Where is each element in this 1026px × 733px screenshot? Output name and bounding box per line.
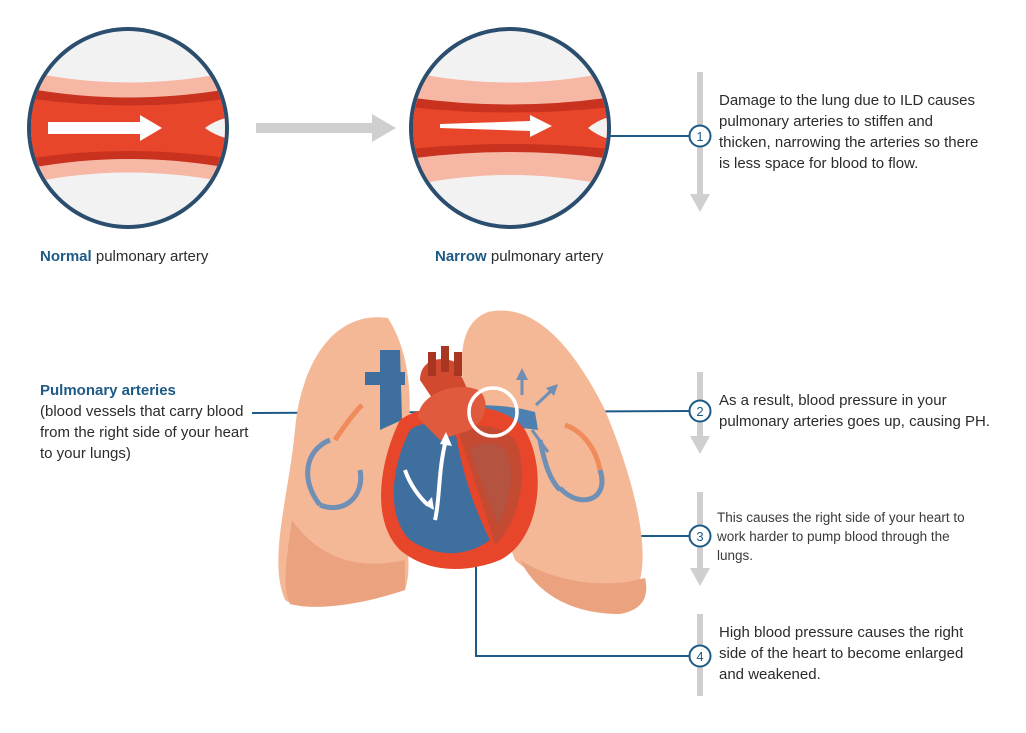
step-4-badge: 4 xyxy=(688,644,712,668)
narrow-caption-rest: pulmonary artery xyxy=(486,248,604,265)
narrow-artery-magnifier xyxy=(409,27,611,229)
normal-artery-magnifier xyxy=(27,27,229,229)
step-1-text: Damage to the lung due to ILD causes pul… xyxy=(719,92,979,172)
step-2-badge: 2 xyxy=(688,399,712,423)
svg-text:4: 4 xyxy=(696,649,703,664)
pulmonary-arteries-desc: (blood vessels that carry blood from the… xyxy=(40,403,249,462)
flow-arrow-icon xyxy=(440,115,552,137)
step-1-badge: 1 xyxy=(688,124,712,148)
step-3-badge: 3 xyxy=(688,524,712,548)
svg-text:3: 3 xyxy=(696,529,703,544)
heart-illustration xyxy=(365,346,558,570)
step-arrows xyxy=(690,72,710,696)
svg-text:2: 2 xyxy=(696,404,703,419)
pulmonary-arteries-title: Pulmonary arteries xyxy=(40,382,176,399)
narrow-caption-bold: Narrow xyxy=(435,248,487,265)
normal-artery-caption: Normal pulmonary artery xyxy=(40,248,208,265)
step-markers: 1 2 3 4 xyxy=(688,124,712,668)
step-3-text: This causes the right side of your heart… xyxy=(717,510,965,563)
normal-caption-bold: Normal xyxy=(40,248,92,265)
flow-arrow-icon xyxy=(48,115,162,141)
svg-text:1: 1 xyxy=(696,129,703,144)
step-2-text: As a result, blood pressure in your pulm… xyxy=(719,392,990,430)
narrow-artery-caption: Narrow pulmonary artery xyxy=(435,248,603,265)
normal-caption-rest: pulmonary artery xyxy=(91,248,209,265)
progression-arrow-icon xyxy=(256,114,396,142)
pulmonary-arteries-label: Pulmonary arteries (blood vessels that c… xyxy=(40,380,260,464)
step-4-text: High blood pressure causes the right sid… xyxy=(719,624,964,683)
